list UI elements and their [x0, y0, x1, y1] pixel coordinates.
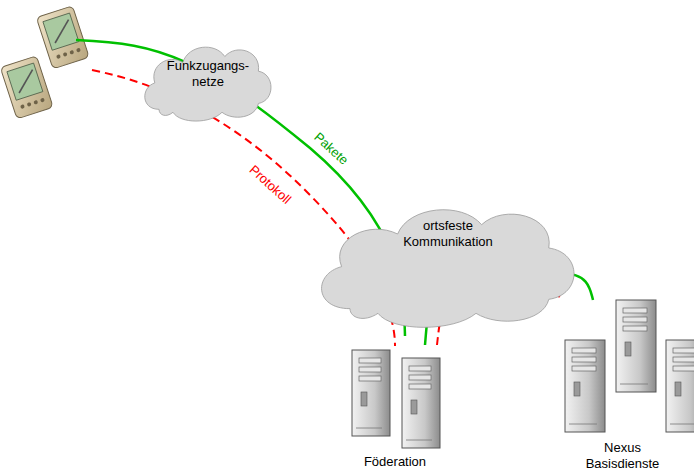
- node-label: Nexus Basisdienste: [575, 440, 670, 473]
- cloud-network: ortsfeste Kommunikation: [308, 192, 588, 332]
- node-label: Föderation: [364, 454, 426, 470]
- pda-icons: [0, 6, 89, 119]
- server-icon: [666, 340, 694, 432]
- node-label: ortsfeste Kommunikation: [393, 218, 503, 251]
- server-icon: [616, 300, 656, 392]
- pda-icon: [0, 56, 53, 119]
- server-group: Föderation: [345, 345, 445, 470]
- server-icon: [352, 350, 390, 436]
- server-group: Nexus Basisdienste: [555, 300, 690, 472]
- protocol-label: Protokoll: [246, 162, 294, 207]
- cloud-network: Funkzugangs- netze: [138, 36, 278, 124]
- packet-label: Pakete: [311, 129, 351, 167]
- node-label: Funkzugangs- netze: [158, 58, 258, 91]
- pda-icon: [36, 6, 89, 69]
- server-icon: [402, 358, 440, 448]
- cloud-outline: [308, 192, 588, 332]
- server-icon: [565, 340, 605, 432]
